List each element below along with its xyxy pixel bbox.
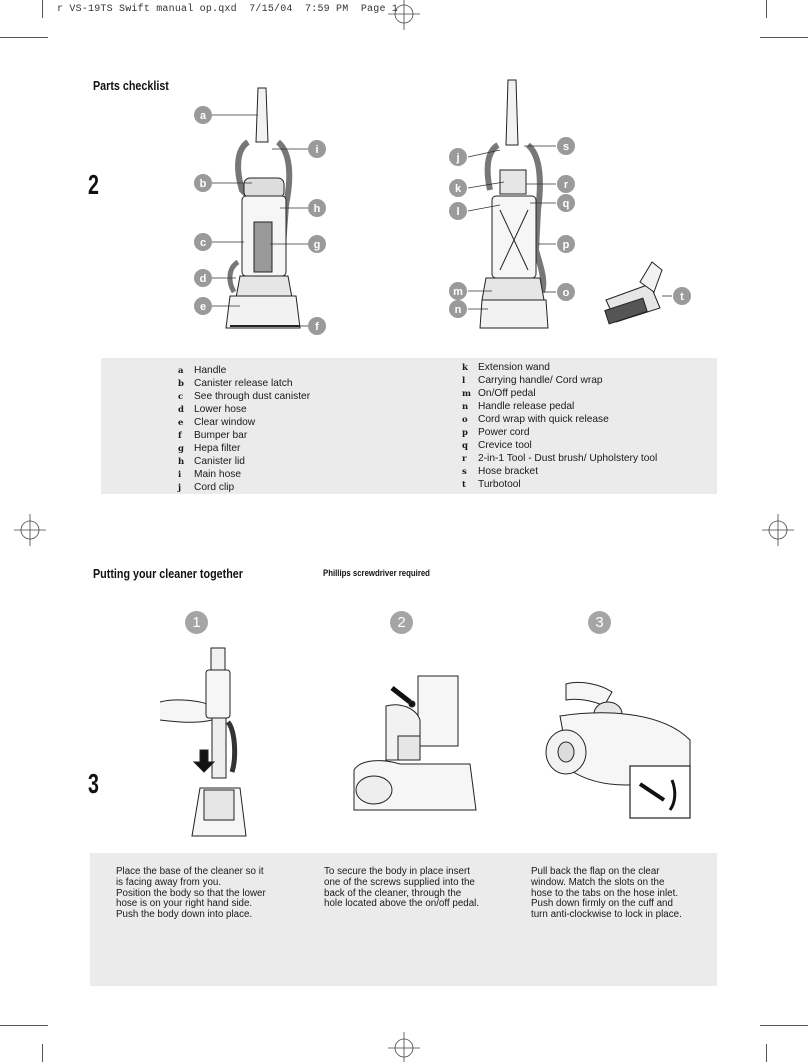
callout-n: n bbox=[455, 304, 462, 316]
callout-j: j bbox=[455, 152, 459, 164]
callout-b: b bbox=[200, 178, 207, 190]
callout-m: m bbox=[453, 286, 463, 298]
parts-checklist-title: Parts checklist bbox=[93, 79, 169, 93]
step-1-text: Place the base of the cleaner so it is f… bbox=[116, 866, 266, 921]
callout-c: c bbox=[200, 237, 206, 249]
callout-d: d bbox=[200, 273, 207, 285]
callout-g: g bbox=[314, 239, 321, 251]
section-number-3: 3 bbox=[88, 768, 99, 799]
callout-i: i bbox=[315, 144, 318, 156]
step-1-drawing bbox=[159, 647, 247, 837]
step-3-text: Pull back the flap on the clear window. … bbox=[531, 866, 682, 921]
callout-h: h bbox=[314, 203, 321, 215]
assembly-title: Putting your cleaner together bbox=[93, 567, 243, 581]
turbotool-drawing bbox=[604, 261, 663, 325]
callout-s: s bbox=[563, 141, 569, 153]
vacuum-rear-drawing bbox=[479, 79, 549, 329]
print-header: r VS-19TS Swift manual op.qxd 7/15/04 7:… bbox=[57, 4, 399, 15]
screwdriver-note: Phillips screwdriver required bbox=[323, 568, 430, 579]
step-1-badge: 1 bbox=[185, 611, 208, 634]
step-3-drawing bbox=[545, 681, 691, 819]
callout-e: e bbox=[200, 301, 206, 313]
section-number-2: 2 bbox=[88, 169, 99, 200]
step-2-badge: 2 bbox=[390, 611, 413, 634]
callout-f: f bbox=[315, 321, 319, 333]
callout-l: l bbox=[456, 206, 459, 218]
parts-illustration: a b c d e f g h i j k l m n o p q r s t bbox=[194, 79, 691, 335]
callout-a: a bbox=[200, 110, 207, 122]
callout-t: t bbox=[680, 291, 684, 303]
step-2-drawing bbox=[353, 675, 477, 811]
callout-p: p bbox=[563, 239, 570, 251]
callout-q: q bbox=[563, 198, 570, 210]
vacuum-front-drawing bbox=[225, 87, 301, 329]
callout-k: k bbox=[455, 183, 462, 195]
assembly-illustrations bbox=[159, 647, 691, 837]
step-2-text: To secure the body in place insert one o… bbox=[324, 866, 480, 910]
steps-instructions-panel: Place the base of the cleaner so it is f… bbox=[90, 853, 717, 986]
step-3-badge: 3 bbox=[588, 611, 611, 634]
callout-r: r bbox=[564, 179, 569, 191]
callout-o: o bbox=[563, 287, 570, 299]
